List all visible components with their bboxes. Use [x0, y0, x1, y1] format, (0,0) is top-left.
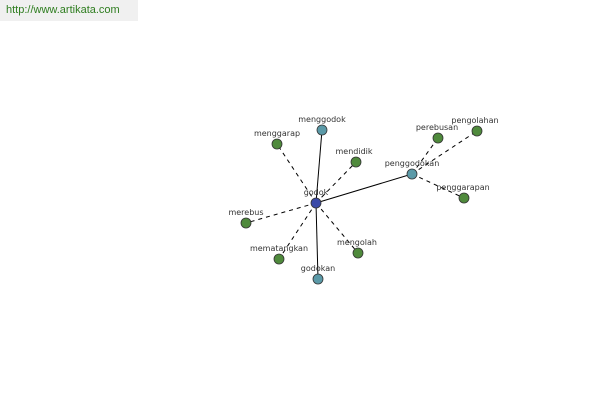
node-pengolahan[interactable] — [471, 125, 483, 137]
node-mendidik[interactable] — [350, 156, 362, 168]
edge-godok-menggarap — [276, 143, 317, 204]
node-penggodokan[interactable] — [406, 168, 418, 180]
edge-godok-godokan — [315, 202, 319, 280]
node-label-mengolah[interactable]: mengolah — [337, 238, 377, 247]
edge-godok-menggodok — [315, 129, 323, 204]
graph-labels: godok menggodok godokan penggodokan menggara… — [228, 115, 498, 273]
node-menggodok[interactable] — [316, 124, 328, 136]
node-menggarap[interactable] — [271, 138, 283, 150]
node-penggarapan[interactable] — [458, 192, 470, 204]
edge-penggodokan-penggarapan — [411, 173, 465, 199]
node-merebus[interactable] — [240, 217, 252, 229]
edge-penggodokan-pengolahan — [411, 130, 478, 175]
node-mengolah[interactable] — [352, 247, 364, 259]
node-mematangkan[interactable] — [273, 253, 285, 265]
node-label-perebusan[interactable]: perebusan — [416, 123, 458, 132]
edge-godok-mendidik — [315, 161, 357, 204]
edge-godok-mematangkan — [278, 202, 317, 260]
node-godok[interactable] — [310, 197, 322, 209]
graph-nodes — [240, 124, 483, 285]
edge-godok-penggodokan — [315, 173, 413, 204]
node-label-mendidik[interactable]: mendidik — [335, 147, 372, 156]
node-label-merebus[interactable]: merebus — [228, 208, 263, 217]
node-label-penggodokan[interactable]: penggodokan — [385, 159, 440, 168]
edge-penggodokan-perebusan — [411, 137, 439, 175]
node-godokan[interactable] — [312, 273, 324, 285]
edge-godok-mengolah — [315, 202, 359, 254]
node-label-pengolahan[interactable]: pengolahan — [451, 116, 498, 125]
source-link[interactable]: http://www.artikata.com — [6, 4, 120, 16]
node-perebusan[interactable] — [432, 132, 444, 144]
source-link-bar: http://www.artikata.com — [0, 0, 138, 21]
node-label-penggarapan[interactable]: penggarapan — [436, 183, 489, 192]
graph-edges — [245, 129, 478, 280]
node-label-godokan[interactable]: godokan — [301, 264, 335, 273]
node-label-menggodok[interactable]: menggodok — [298, 115, 346, 124]
node-label-menggarap[interactable]: menggarap — [254, 129, 300, 138]
node-label-mematangkan[interactable]: mematangkan — [250, 244, 308, 253]
node-label-godok[interactable]: godok — [304, 188, 329, 197]
